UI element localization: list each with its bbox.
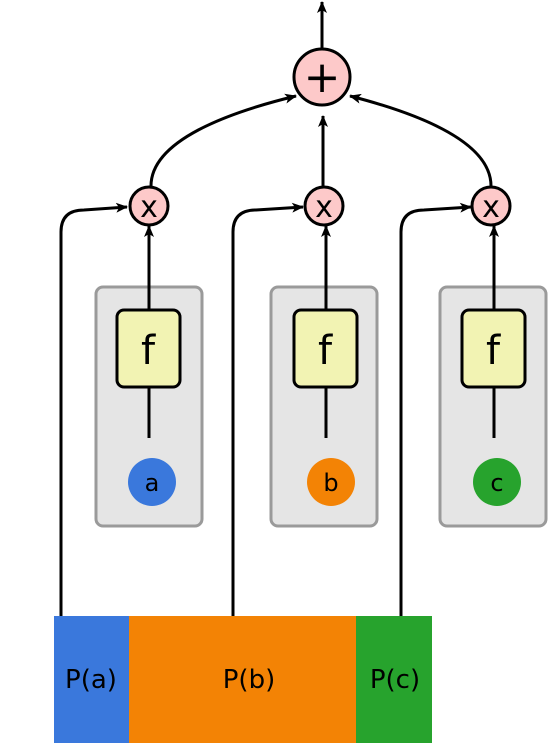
- multiply-symbol: x: [482, 190, 500, 225]
- input-label: a: [145, 469, 160, 497]
- sum-symbol: +: [304, 52, 341, 103]
- prob-label-a: P(a): [65, 665, 117, 695]
- function-label: f: [486, 328, 501, 374]
- function-box-a: f: [115, 308, 182, 389]
- multiply-node-c: x: [470, 185, 512, 227]
- prob-segment-c: [356, 616, 432, 743]
- prob-segment-a: [54, 616, 129, 743]
- input-label: b: [323, 469, 338, 497]
- probability-bar: P(a) P(b) P(c): [54, 616, 432, 743]
- input-node-a: a: [128, 458, 176, 506]
- function-box-b: f: [292, 308, 359, 389]
- sum-node: +: [292, 47, 352, 107]
- prob-segment-b: [129, 616, 356, 743]
- prob-label-b: P(b): [223, 665, 275, 695]
- multiply-node-b: x: [303, 185, 345, 227]
- function-label: f: [141, 328, 156, 374]
- input-node-c: c: [473, 458, 521, 506]
- function-box-c: f: [460, 308, 527, 389]
- input-node-b: b: [307, 458, 355, 506]
- function-label: f: [318, 328, 333, 374]
- prob-to-multiply-arrow-c: [399, 202, 472, 616]
- multiply-node-a: x: [128, 185, 170, 227]
- multiply-symbol: x: [315, 190, 333, 225]
- prob-to-multiply-arrow-a: [59, 202, 128, 616]
- multiply-symbol: x: [140, 190, 158, 225]
- multiply-to-sum-arrow-c: [349, 93, 493, 187]
- prob-to-multiply-arrow-b: [231, 202, 304, 616]
- input-label: c: [490, 469, 503, 497]
- prob-label-c: P(c): [370, 665, 420, 695]
- multiply-to-sum-arrow-a: [149, 93, 297, 187]
